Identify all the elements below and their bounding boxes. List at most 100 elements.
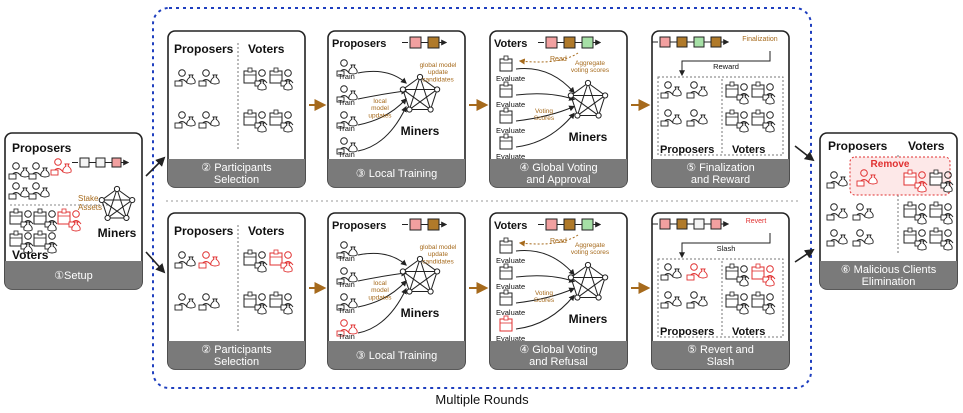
client-icon	[660, 291, 674, 309]
money-bag-icon	[739, 94, 749, 105]
selection-voters-label: Voters	[248, 42, 285, 56]
ballot-box-icon	[725, 263, 739, 280]
block-icon	[545, 36, 558, 49]
train-label: Train	[338, 72, 355, 81]
remove-zone	[849, 156, 951, 196]
evaluate-label: Evaluate	[496, 308, 525, 317]
client-icon	[336, 319, 350, 337]
client-icon	[28, 182, 42, 200]
ballot-box-icon	[57, 208, 71, 225]
client-icon	[852, 229, 866, 247]
money-bag-icon	[917, 214, 927, 225]
money-bag-icon	[186, 116, 196, 127]
client-icon	[174, 293, 188, 311]
client-icon	[8, 162, 22, 180]
setup-to-bottom-arrow	[145, 251, 166, 274]
blockchain-icon	[402, 36, 448, 49]
evaluate-label: Evaluate	[496, 334, 525, 343]
ballot-box-icon	[751, 291, 765, 308]
money-bag-icon	[864, 234, 874, 245]
ballot-box-icon	[499, 263, 513, 280]
money-bag-icon	[348, 116, 358, 127]
money-bag-icon	[348, 246, 358, 257]
ballot-box-icon	[269, 249, 283, 266]
money-bag-icon	[698, 296, 708, 307]
train-label: Train	[338, 98, 355, 107]
ballot-box-icon	[499, 237, 513, 254]
update-arrow	[357, 287, 407, 334]
top-training-panel-caption: ③ Local Training	[356, 168, 437, 180]
ballot-box-icon	[929, 201, 943, 218]
client-icon	[50, 158, 64, 176]
miner-network-icon	[567, 79, 609, 119]
money-bag-icon	[348, 90, 358, 101]
money-bag-icon	[739, 122, 749, 133]
multiple-rounds-frame	[152, 7, 812, 389]
voting-miners-label: Miners	[569, 312, 608, 326]
block-icon	[659, 218, 671, 230]
ballot-box-icon	[903, 201, 917, 218]
evaluate-label: Evaluate	[496, 282, 525, 291]
client-icon	[686, 109, 700, 127]
client-icon	[686, 81, 700, 99]
elim-proposers-label: Proposers	[828, 139, 888, 153]
evaluate-label: Evaluate	[496, 126, 525, 135]
read-arrow	[518, 234, 579, 247]
money-bag-icon	[71, 221, 81, 232]
money-bag-icon	[210, 256, 220, 267]
ballot-box-icon	[751, 263, 765, 280]
money-bag-icon	[23, 243, 33, 254]
elimination-panel-caption-bar	[820, 261, 957, 289]
score-arrow	[515, 105, 576, 122]
ballot-box-icon	[499, 107, 513, 124]
money-bag-icon	[698, 86, 708, 97]
outcome-arrow	[679, 51, 771, 77]
top-selection-panel-caption-bar	[168, 159, 305, 187]
client-icon	[660, 263, 674, 281]
top-to-elim-arrow	[794, 145, 815, 162]
client-icon	[198, 293, 212, 311]
client-icon	[198, 69, 212, 87]
finalization-label: Finalization	[742, 36, 778, 43]
client-icon	[660, 109, 674, 127]
read-arrow	[518, 52, 579, 65]
bottom-voting-panel-caption-bar	[490, 341, 627, 369]
ballot-box-icon	[499, 55, 513, 72]
money-bag-icon	[739, 304, 749, 315]
bottom-selection-panel-caption-bar	[168, 341, 305, 369]
setup-to-top-arrow	[145, 156, 166, 177]
train-label: Train	[338, 306, 355, 315]
client-icon	[940, 203, 954, 221]
money-bag-icon	[283, 304, 293, 315]
bottom-training-panel-caption-bar	[328, 341, 465, 369]
ballot-box-icon	[499, 315, 513, 332]
top-voting-panel-caption-bar	[490, 159, 627, 187]
ballot-box-icon	[269, 291, 283, 308]
money-bag-icon	[283, 262, 293, 273]
money-bag-icon	[257, 122, 267, 133]
block-icon	[427, 218, 440, 231]
bottom-final-panel-caption-bar	[652, 341, 789, 369]
ballot-box-icon	[269, 67, 283, 84]
money-bag-icon	[868, 174, 878, 185]
client-icon	[336, 85, 350, 103]
client-icon	[826, 229, 840, 247]
block-icon	[409, 218, 422, 231]
ballot-box-icon	[499, 133, 513, 150]
money-bag-icon	[348, 64, 358, 75]
participants-box	[657, 258, 784, 338]
final-voters-label: Voters	[732, 144, 765, 156]
top-final-panel-caption-bar	[652, 159, 789, 187]
ballot-box-icon	[9, 208, 23, 225]
train-label: Train	[338, 124, 355, 133]
